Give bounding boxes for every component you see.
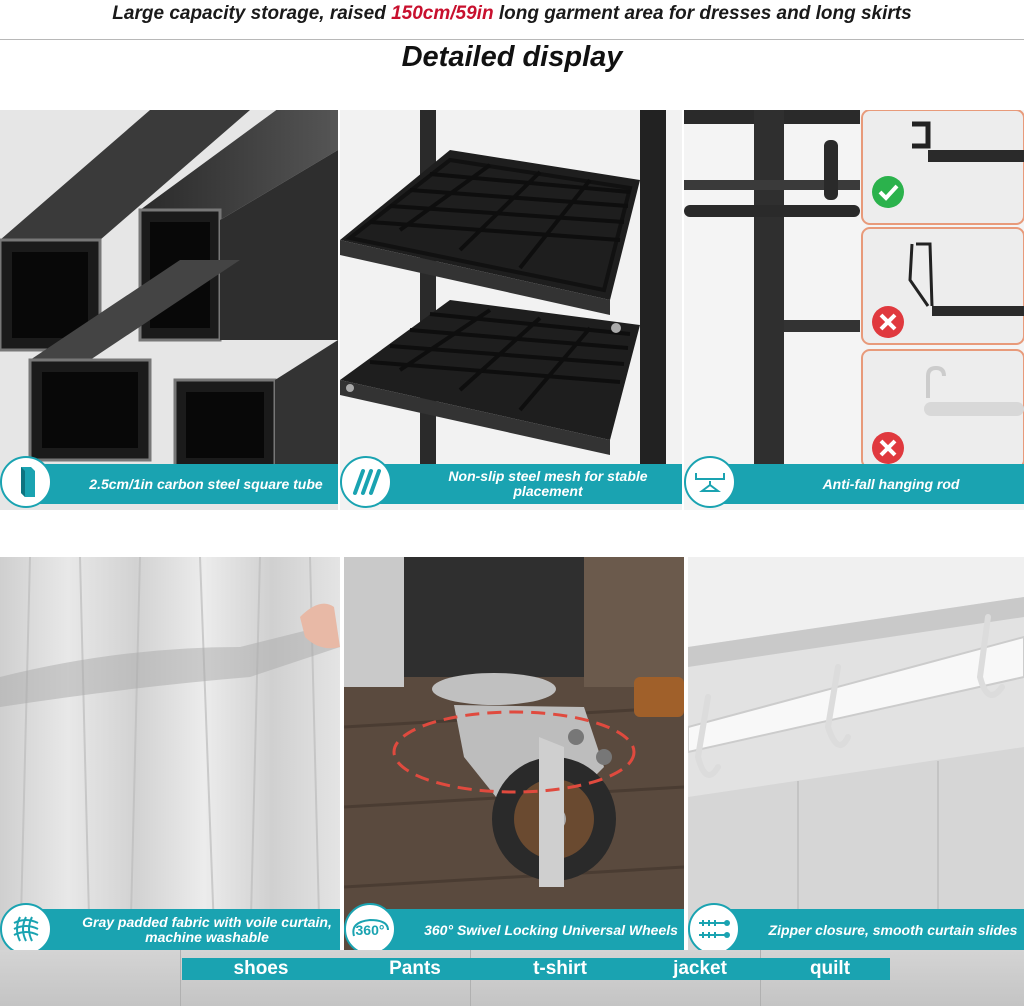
panel-steel-tube: 2.5cm/1in carbon steel square tube xyxy=(0,110,338,510)
rotate-360-icon: 360° xyxy=(352,918,389,938)
zipper-icon xyxy=(699,920,730,938)
steel-mesh-photo xyxy=(340,110,682,510)
caption-fabric: Gray padded fabric with voile curtain, m… xyxy=(36,909,340,951)
header-divider xyxy=(0,39,1024,40)
caption-wheels: 360° Swivel Locking Universal Wheels xyxy=(380,909,684,951)
badge-curtain xyxy=(688,903,740,955)
tagline-prefix: Large capacity storage, raised xyxy=(112,3,392,24)
hanging-rod-photo xyxy=(684,110,1024,510)
caption-hanging-rod: Anti-fall hanging rod xyxy=(720,464,1024,504)
slash-lines-icon xyxy=(353,469,381,495)
category-pants: Pants xyxy=(340,958,490,980)
category-t-shirt: t-shirt xyxy=(490,958,630,980)
category-jacket: jacket xyxy=(630,958,770,980)
panel-fabric: Gray padded fabric with voile curtain, m… xyxy=(0,557,340,957)
header-tagline: Large capacity storage, raised 150cm/59i… xyxy=(0,0,1024,40)
panel-hanging-rod: Anti-fall hanging rod xyxy=(684,110,1024,510)
panel-wheels: 360° Swivel Locking Universal Wheels 360… xyxy=(344,557,684,957)
badge-wheels: 360° xyxy=(344,903,396,955)
hanging-rod-icon xyxy=(695,473,725,492)
tagline-highlight: 150cm/59in xyxy=(391,3,494,24)
page-title: Detailed display xyxy=(401,41,623,73)
category-shoes: shoes xyxy=(182,958,340,980)
badge-steel-mesh xyxy=(340,456,392,508)
caption-steel-mesh: Non-slip steel mesh for stable placement xyxy=(376,464,682,504)
badge-steel-tube xyxy=(0,456,52,508)
wheels-photo xyxy=(344,557,684,957)
category-quilt: quilt xyxy=(770,958,890,980)
tagline-suffix: long garment area for dresses and long s… xyxy=(493,3,912,24)
steel-tube-photo xyxy=(0,110,338,510)
caption-steel-tube: 2.5cm/1in carbon steel square tube xyxy=(36,464,338,504)
panel-curtain: Zipper closure, smooth curtain slides xyxy=(688,557,1024,957)
caption-curtain: Zipper closure, smooth curtain slides xyxy=(724,909,1024,951)
woven-fabric-icon xyxy=(13,916,39,942)
square-tube-icon xyxy=(21,467,35,497)
badge-360-text: 360° xyxy=(356,922,385,938)
panel-steel-mesh: Non-slip steel mesh for stable placement xyxy=(340,110,682,510)
badge-fabric xyxy=(0,903,52,955)
curtain-photo xyxy=(688,557,1024,957)
fabric-photo xyxy=(0,557,340,957)
badge-hanging-rod xyxy=(684,456,736,508)
